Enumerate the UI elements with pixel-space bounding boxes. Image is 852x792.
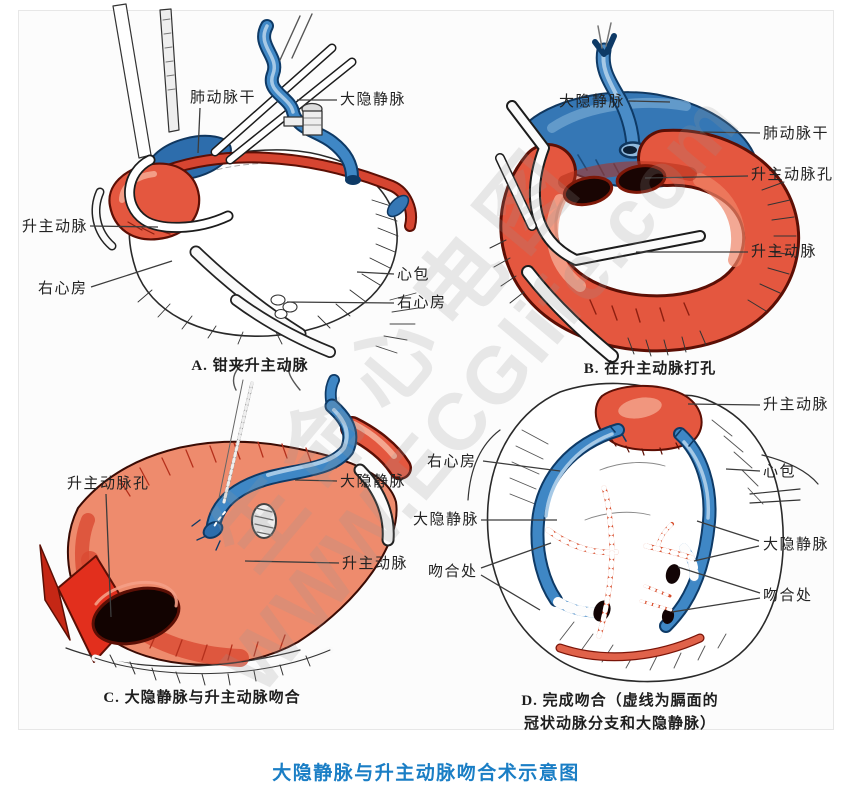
panel-b-caption: B. 在升主动脉打孔 [583,361,717,377]
label-d-anastomosis-left: 吻合处 [428,564,478,580]
label-b-saphenous-vein: 大隐静脉 [559,94,626,110]
label-a-saphenous-vein: 大隐静脉 [340,92,407,108]
label-d-saphenous-vein-right: 大隐静脉 [763,537,830,553]
label-d-ascending-aorta: 升主动脉 [763,397,830,413]
label-a-pulmonary-trunk: 肺动脉干 [190,90,257,106]
label-a-right-atrium-left: 右心房 [38,281,88,297]
label-b-pulmonary-trunk: 肺动脉干 [763,126,830,142]
label-a-right-atrium-right: 右心房 [397,295,447,311]
panel-d-illustration [467,382,819,683]
panel-d-caption-line2: 冠状动脉分支和大隐静脉） [523,716,716,732]
label-d-right-atrium: 右心房 [427,454,477,470]
label-d-anastomosis-right: 吻合处 [763,588,813,604]
label-b-aortic-hole: 升主动脉孔 [751,167,834,183]
label-d-saphenous-vein-left: 大隐静脉 [413,512,480,528]
panel-b-illustration [489,22,801,363]
panel-c-caption: C. 大隐静脉与升主动脉吻合 [103,690,301,706]
panel-a-illustration [91,3,419,358]
label-b-ascending-aorta: 升主动脉 [751,244,818,260]
label-a-pericardium: 心包 [397,267,431,283]
label-c-ascending-aorta: 升主动脉 [342,556,409,572]
figure-title: 大隐静脉与升主动脉吻合术示意图 [272,763,580,784]
panel-a-caption: A. 钳夹升主动脉 [191,358,309,374]
panel-d-caption-line1: D. 完成吻合（虚线为膈面的 [521,693,719,709]
label-a-ascending-aorta: 升主动脉 [22,219,89,235]
panel-c-illustration [39,361,412,686]
illustration-canvas [39,3,819,686]
leader-lines [89,99,761,618]
label-c-aortic-hole: 升主动脉孔 [67,476,150,492]
label-d-pericardium: 心包 [763,464,797,480]
label-c-saphenous-vein: 大隐静脉 [340,474,407,490]
